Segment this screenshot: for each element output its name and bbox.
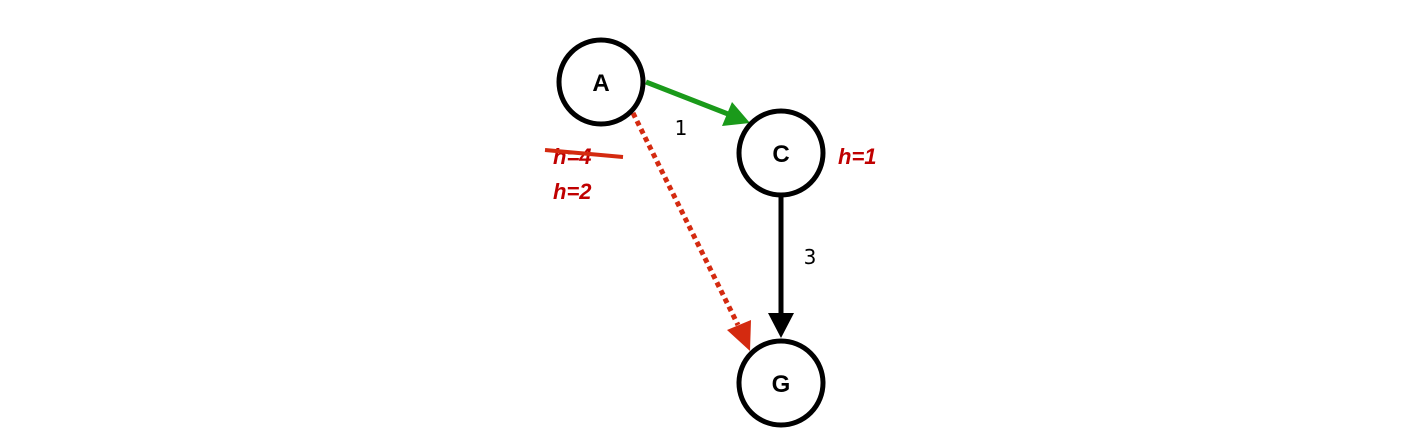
heuristic-c: h=1: [838, 144, 877, 169]
node-c: C: [736, 108, 826, 198]
arrowhead-red: [727, 320, 751, 351]
heuristic-a-old: h=4: [553, 144, 592, 169]
node-g: G: [736, 338, 826, 428]
arrowhead-green: [722, 102, 750, 126]
edge-c-to-g: [768, 196, 794, 338]
arrowhead-black: [768, 313, 794, 338]
heuristic-a-new: h=2: [553, 179, 592, 204]
node-a-label: A: [592, 70, 609, 97]
node-g-label: G: [772, 371, 791, 398]
strikethrough-line: [544, 148, 624, 159]
edge-a-to-g-dashed: [630, 111, 751, 351]
edge-a-to-c: [645, 79, 750, 126]
edge-c-g-cost: 3: [804, 245, 817, 269]
node-c-label: C: [772, 141, 789, 168]
edge-a-c-cost: 1: [675, 116, 688, 140]
node-a: A: [556, 37, 646, 127]
